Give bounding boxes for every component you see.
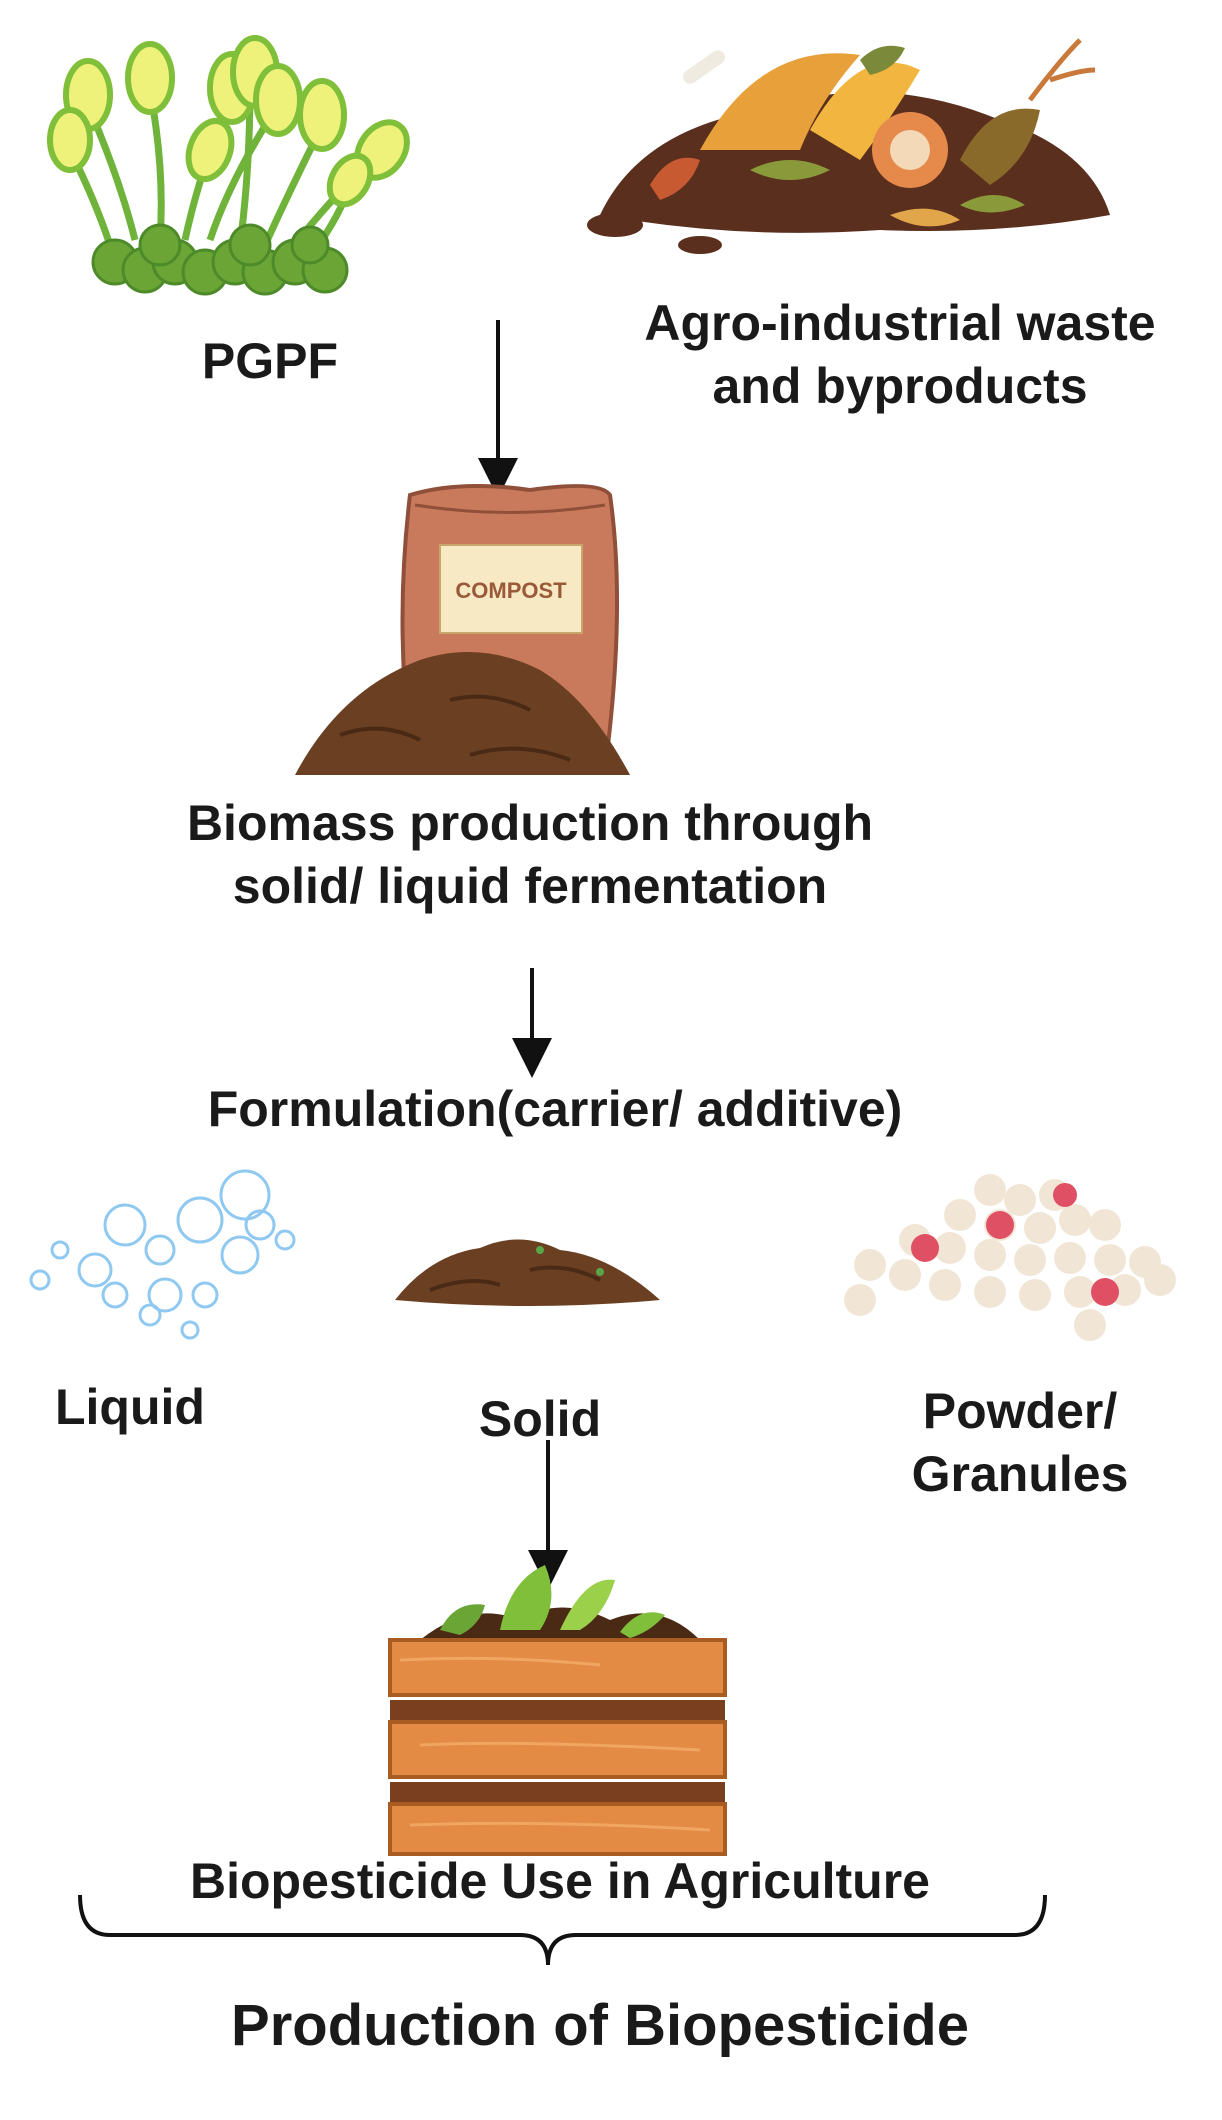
use-label: Biopesticide Use in Agriculture [190,1853,930,1909]
powder-label-line2: Granules [911,1445,1129,1502]
powder-label-line1: Powder/ [922,1383,1118,1439]
compost-bag-icon: COMPOST [295,484,630,775]
formulation-label: Formulation(carrier/ additive) [207,1081,903,1137]
soil-pile-icon [395,1239,660,1306]
granules-icon [844,1174,1176,1341]
biomass-label-line2: solid/ liquid fermentation [232,857,828,914]
crate-icon [388,1565,727,1856]
organic-waste-icon [587,38,1110,254]
waste-label: Agro-industrial waste and byproducts [590,292,1210,417]
pgpf-label: PGPF [201,333,339,389]
final-title: Production of Biopesticide [231,1993,969,2058]
solid-label: Solid [478,1391,602,1447]
waste-label-line1: Agro-industrial waste [644,295,1156,351]
waste-label-line2: and byproducts [712,357,1088,414]
biomass-label: Biomass production through solid/ liquid… [80,792,980,917]
biomass-label-line1: Biomass production through [186,795,874,851]
liquid-label: Liquid [55,1379,205,1435]
grouping-brace [78,1894,1047,1966]
fungus-icon [47,35,410,296]
bag-label: COMPOST [455,578,567,603]
bubbles-icon [29,1169,296,1340]
powder-label: Powder/ Granules [860,1380,1180,1505]
